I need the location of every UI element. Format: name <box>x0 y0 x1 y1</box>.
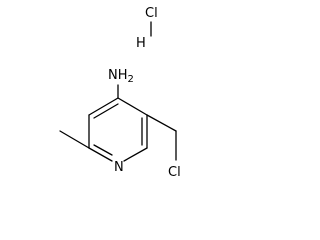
methyl-bond <box>59 130 90 149</box>
ring-bond-c3-c4 <box>88 97 119 116</box>
ring-double-bond-inner-n-c2 <box>93 144 113 156</box>
amine-label: NH2 <box>108 68 134 85</box>
ring-bond-c4-c5 <box>117 97 148 116</box>
ring-bond-n-c2 <box>88 147 113 162</box>
ring-double-bond-inner-c3-c4 <box>93 103 119 119</box>
hcl-hydrogen-label: H <box>136 36 146 51</box>
chloromethyl-chlorine-label: Cl <box>168 165 181 180</box>
ring-bond-c6-n <box>123 147 148 162</box>
chloromethyl-bond <box>146 114 177 132</box>
chemical-structure: Cl H NH2 N Cl <box>59 6 181 180</box>
ring-nitrogen-label: N <box>114 160 124 175</box>
hcl-chlorine-label: Cl <box>145 6 158 21</box>
